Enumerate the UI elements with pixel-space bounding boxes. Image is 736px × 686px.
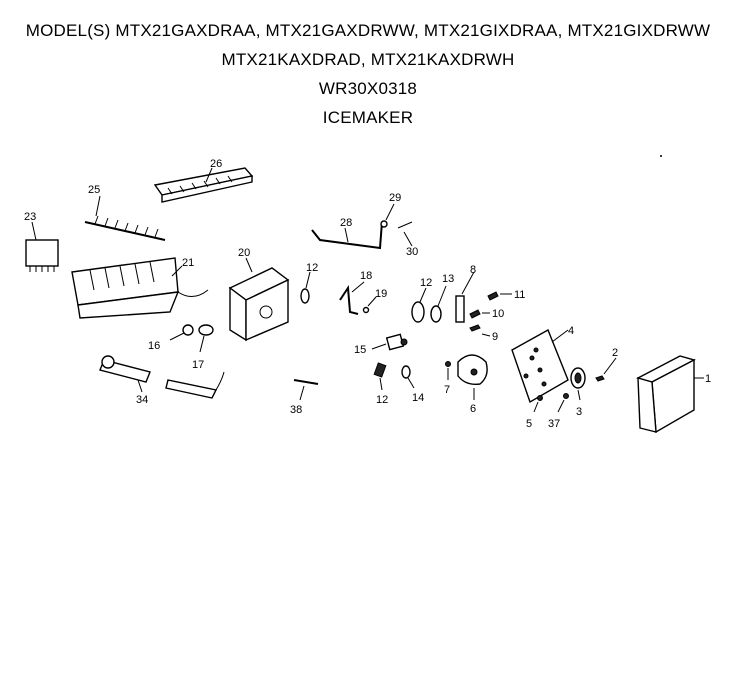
part-18-lever	[339, 281, 365, 315]
callout-3: 3	[576, 406, 582, 418]
callout-20: 20	[238, 247, 250, 259]
callout-4: 4	[568, 325, 574, 337]
part-19-screw	[362, 296, 377, 314]
part-12-clip-a	[300, 271, 311, 304]
part-heater-lead	[165, 371, 225, 399]
part-1-cover	[636, 355, 704, 434]
stray-dot	[660, 155, 662, 157]
part-12-clip-c	[373, 362, 387, 391]
part-26-stripper	[153, 167, 254, 203]
callout-2: 2	[612, 347, 618, 359]
part-38-pin	[293, 379, 319, 401]
part-8-bracket	[455, 271, 475, 323]
callout-7: 7	[444, 384, 450, 396]
callout-17: 17	[192, 359, 204, 371]
part-13-cam	[430, 285, 447, 323]
part-28-arm	[311, 221, 383, 250]
callout-16: 16	[148, 340, 160, 352]
callout-15: 15	[354, 344, 366, 356]
callout-19: 19	[375, 288, 387, 300]
callout-12c: 12	[376, 394, 388, 406]
part-15-switch	[371, 333, 408, 351]
part-11-screw	[487, 291, 512, 301]
part-12-gear-b	[411, 287, 427, 323]
callout-26: 26	[210, 158, 222, 170]
part-14-clip	[401, 365, 415, 389]
part-17-thermostat	[198, 324, 214, 353]
callout-5: 5	[526, 418, 532, 430]
part-37-screw	[557, 393, 569, 413]
callout-12b: 12	[420, 277, 432, 289]
callout-14: 14	[412, 392, 424, 404]
callout-37: 37	[548, 418, 560, 430]
assembly-name: ICEMAKER	[322, 108, 414, 127]
callout-25: 25	[88, 184, 100, 196]
part-25-ejector	[84, 195, 166, 241]
models-line-1: MODEL(S) MTX21GAXDRAA, MTX21GAXDRWW, MTX…	[25, 21, 711, 40]
part-10-screw	[469, 309, 490, 319]
callout-6: 6	[470, 403, 476, 415]
part-23-block	[25, 221, 59, 272]
part-6-motor	[457, 354, 488, 400]
part-7-screw	[445, 361, 451, 380]
callout-12a: 12	[306, 262, 318, 274]
part-16-grommet	[169, 324, 194, 341]
callout-9: 9	[492, 331, 498, 343]
part-4-plate	[511, 329, 569, 404]
callout-18: 18	[360, 270, 372, 282]
callout-1: 1	[705, 373, 711, 385]
callout-21: 21	[182, 257, 194, 269]
part-20-housing	[228, 257, 290, 342]
part-21-mold	[71, 257, 209, 319]
callout-38: 38	[290, 404, 302, 416]
part-3-knob	[570, 367, 586, 401]
callout-8: 8	[470, 264, 476, 276]
part-29-30-screw	[380, 203, 413, 247]
callout-28: 28	[340, 217, 352, 229]
callout-34: 34	[136, 394, 148, 406]
part-2-screw	[595, 357, 617, 382]
callout-10: 10	[492, 308, 504, 320]
callout-11: 11	[514, 289, 525, 301]
part-34-fill-cup	[99, 355, 151, 393]
callout-23: 23	[24, 211, 36, 223]
models-line-2: MTX21KAXDRAD, MTX21KAXDRWH	[221, 50, 515, 69]
part-5-screw	[533, 395, 543, 413]
callout-13: 13	[442, 273, 454, 285]
part-number: WR30X0318	[318, 79, 418, 98]
callout-29: 29	[389, 192, 401, 204]
part-9-screw	[469, 324, 491, 337]
callout-30: 30	[406, 246, 418, 258]
